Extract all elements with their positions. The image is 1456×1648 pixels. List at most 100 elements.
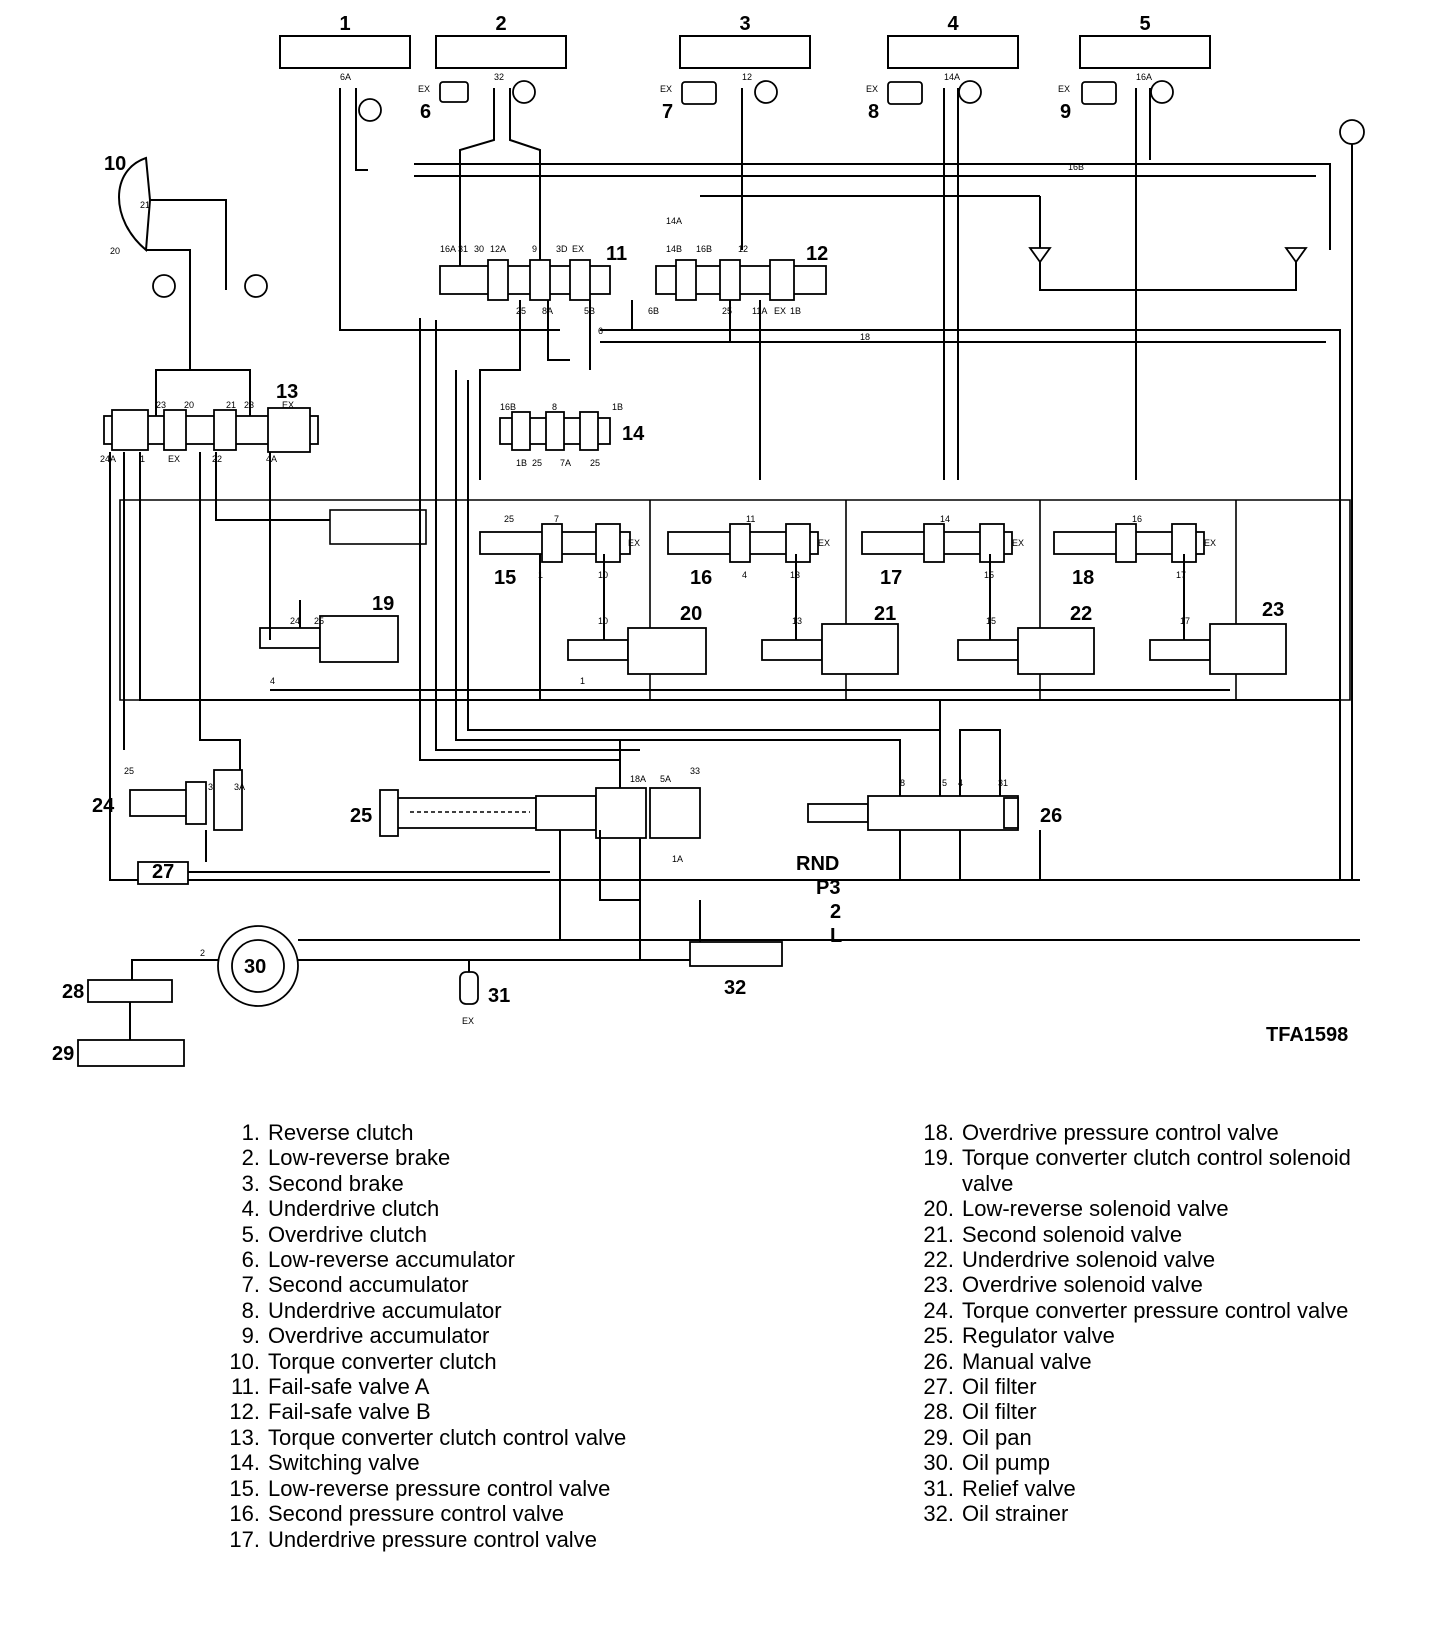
label-14: 14 [622, 423, 645, 445]
v26-port-5: 5 [942, 778, 947, 788]
legend-right: 18.Overdrive pressure control valve 19.T… [906, 1120, 1376, 1527]
label-6: 6 [420, 101, 431, 123]
v13-port-23a: 23 [156, 400, 166, 410]
low-reverse-brake-box [435, 35, 567, 69]
v13-port-4a: 4A [266, 454, 277, 464]
sol-port-24: 24 [290, 616, 300, 626]
legend-item: 20.Low-reverse solenoid valve [923, 1196, 1229, 1222]
port-14a: 14A [944, 72, 960, 82]
solenoid-21-coil [821, 623, 899, 675]
v14-port-25b: 25 [590, 458, 600, 468]
sol-port-4: 4 [270, 676, 275, 686]
sol-port-13: 13 [792, 616, 802, 626]
pcv-port-16: 16 [1132, 514, 1142, 524]
v14-port-7a: 7A [560, 458, 571, 468]
legend-item: 13.Torque converter clutch control valve [229, 1424, 627, 1450]
port-6a: 6A [340, 72, 351, 82]
legend-item: 3.Second brake [241, 1170, 404, 1196]
regulator-spring-housing [387, 797, 537, 829]
line-16b-label: 16B [1068, 162, 1084, 172]
solenoid-23-stem [1149, 639, 1211, 661]
pcv-port-4a: 4 [742, 570, 747, 580]
solenoid-20-coil [627, 627, 707, 675]
accumulator-9-ex: EX [1058, 84, 1070, 94]
switching-valve: 14 16B 8 1B 1B 25 7A 25 [499, 402, 645, 468]
solenoid-valves: 19 20 21 22 23 24 25 10 13 15 17 4 1 [259, 593, 1287, 686]
accumulator-6-body [439, 81, 469, 103]
fail-safe-valve-b: 12 14A 14B 16B 12 6B 25 11A EX 1B [648, 216, 828, 316]
label-7: 7 [662, 101, 673, 123]
legend-item: 19.Torque converter clutch control solen… [923, 1145, 1351, 1196]
legend-item: 1.Reverse clutch [241, 1120, 414, 1145]
clutch-feed-lines [339, 88, 1353, 880]
legend-item: 16.Second pressure control valve [229, 1501, 564, 1527]
valve-solenoid-lines [269, 452, 1230, 700]
legend-item: 10.Torque converter clutch [229, 1348, 497, 1374]
label-19: 19 [372, 593, 394, 615]
v25-port-33: 33 [690, 766, 700, 776]
pcv-17-ex: EX [1012, 538, 1024, 548]
label-17: 17 [880, 567, 902, 589]
legend-item: 22.Underdrive solenoid valve [923, 1247, 1216, 1273]
accumulators: EX EX EX EX [418, 81, 1117, 105]
pcv-port-11: 11 [746, 514, 755, 524]
fail-safe-valve-a: 11 16A 31 30 12A 9 3D EX 25 8A 5B 6 [439, 243, 627, 336]
underdrive-clutch-box [887, 35, 1019, 69]
label-10: 10 [104, 153, 126, 175]
accumulator-6-ex: EX [418, 84, 430, 94]
label-30: 30 [244, 956, 266, 978]
label-32: 32 [724, 977, 746, 999]
label-13: 13 [276, 381, 298, 403]
v13-port-21: 21 [226, 400, 236, 410]
v12-port-14b: 14B [666, 244, 682, 254]
v13-port-20: 20 [184, 400, 194, 410]
label-23: 23 [1262, 599, 1284, 621]
accumulator-numbers: 6 7 8 9 [420, 101, 1071, 123]
v12-port-ex: EX [774, 306, 786, 316]
label-26: 26 [1040, 805, 1062, 827]
v12-port-12: 12 [738, 244, 748, 254]
v12-port-1b: 1B [790, 306, 801, 316]
legend-item: 29.Oil pan [923, 1424, 1032, 1450]
label-3: 3 [739, 13, 750, 35]
pcv-port-17: 17 [1176, 570, 1186, 580]
legend-item: 6.Low-reverse accumulator [241, 1247, 515, 1273]
relief-ex: EX [462, 1016, 474, 1026]
legend-item: 18.Overdrive pressure control valve [923, 1120, 1279, 1145]
tc-port-21: 21 [140, 200, 150, 210]
sol-port-15: 15 [986, 616, 996, 626]
label-16: 16 [690, 567, 712, 589]
v12-port-16b: 16B [696, 244, 712, 254]
clutch-box-numbers: 1 2 3 4 5 [339, 13, 1150, 35]
legend-item: 12.Fail-safe valve B [229, 1399, 431, 1425]
pcv-port-14: 14 [940, 514, 950, 524]
v11-port-16a: 16A [440, 244, 456, 254]
v11-port-25: 25 [516, 306, 526, 316]
legend-item: 15.Low-reverse pressure control valve [229, 1475, 611, 1501]
label-22: 22 [1070, 603, 1092, 625]
main-pressure-lines [419, 318, 940, 960]
v13-port-ex2: EX [168, 454, 180, 464]
v14-port-1b: 1B [612, 402, 623, 412]
v11-port-9: 9 [532, 244, 537, 254]
pressure-gauges [152, 80, 1365, 298]
legend-item: 4.Underdrive clutch [241, 1196, 440, 1222]
legend-item: 5.Overdrive clutch [241, 1221, 427, 1247]
manual-valve: 26 8 5 4 31 RND P3 2 L [619, 700, 1062, 947]
legend-item: 2.Low-reverse brake [241, 1145, 451, 1171]
sol-port-17: 17 [1180, 616, 1190, 626]
label-20: 20 [680, 603, 702, 625]
legend-item: 17.Underdrive pressure control valve [229, 1526, 597, 1552]
oil-filter-28-body [87, 979, 173, 1003]
accumulator-9-body [1081, 81, 1117, 105]
accumulator-7-body [681, 81, 717, 105]
v13-port-1: 1 [140, 454, 145, 464]
legend-item: 8.Underdrive accumulator [241, 1297, 502, 1323]
legend-item: 32.Oil strainer [923, 1501, 1069, 1527]
port-16a: 16A [1136, 72, 1152, 82]
legend-item: 31.Relief valve [923, 1475, 1076, 1501]
solenoid-19-coil [319, 615, 399, 663]
legend-item: 14.Switching valve [229, 1450, 420, 1476]
label-21: 21 [874, 603, 896, 625]
accumulator-8-ex: EX [866, 84, 878, 94]
